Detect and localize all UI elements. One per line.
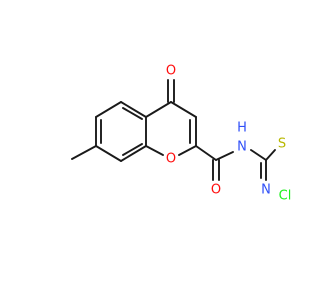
svg-text:O: O	[166, 64, 176, 79]
svg-text:S: S	[278, 137, 286, 152]
bond-chromone-benzo	[95, 101, 122, 118]
atom-nh: N H	[237, 121, 247, 155]
svg-text:N: N	[237, 140, 247, 155]
atom-n-thiazole: N	[261, 183, 271, 198]
atom-o-amide: O	[211, 183, 221, 198]
bond-amide-c	[195, 145, 217, 161]
atom-o-ring: O	[166, 152, 176, 167]
atom-o-ketone: O	[166, 64, 176, 79]
bond-pyranone	[170, 101, 197, 118]
bond-methyl	[71, 145, 97, 160]
bond-pyranone	[145, 145, 164, 156]
molecule-drawing: O O O N H N S Cl	[71, 64, 291, 204]
bond-layer	[71, 79, 276, 181]
svg-text:H: H	[237, 121, 247, 136]
bond-chromone-benzo-inner	[122, 143, 143, 156]
bond-n-thiazole	[250, 149, 267, 161]
bond-thiazole	[265, 149, 276, 161]
svg-text:O: O	[211, 183, 221, 198]
atom-s-thiazole: S	[278, 137, 286, 152]
structure-canvas: O O O N H N S Cl	[71, 64, 291, 204]
bond-chromone-benzo	[95, 145, 122, 162]
svg-text:Cl: Cl	[279, 189, 292, 204]
svg-text:O: O	[166, 152, 176, 167]
bond-chromone-benzo-inner	[122, 107, 143, 120]
svg-text:N: N	[261, 183, 271, 198]
bond-pyranone	[145, 101, 172, 118]
bond-pyranone	[178, 145, 197, 156]
atom-layer: O O O N H N S Cl	[166, 64, 291, 204]
bond-amide-cn	[215, 151, 234, 161]
bond-chromone-benzo	[120, 101, 147, 118]
atom-cl: Cl	[279, 189, 292, 204]
bond-chromone-benzo	[120, 145, 147, 162]
